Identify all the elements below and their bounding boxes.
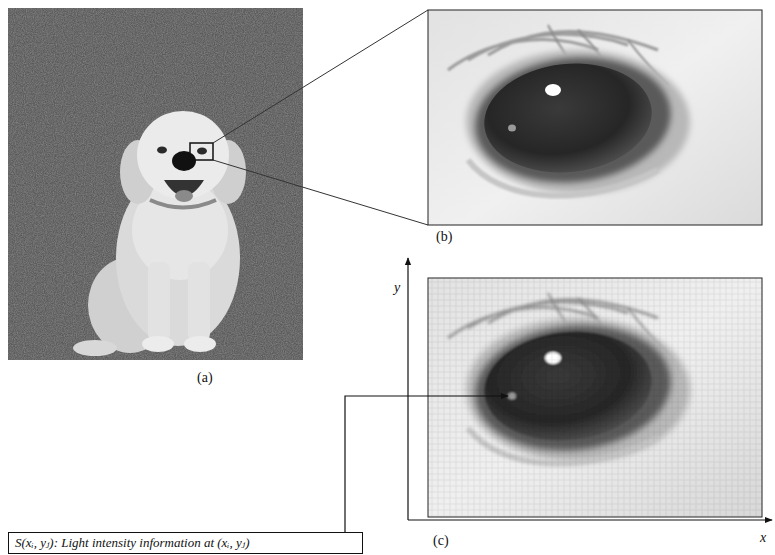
panel-label: (c) <box>433 533 449 550</box>
panel-label: (b) <box>436 229 452 246</box>
pixelated-eye <box>428 278 762 517</box>
y-axis <box>407 258 408 520</box>
axis-label: x <box>760 530 766 547</box>
zoom-line <box>213 10 428 143</box>
panel-label: (a) <box>197 370 213 387</box>
zoom-line <box>213 160 428 225</box>
info-text: S(xᵢ, yⱼ): Light intensity information a… <box>15 535 249 550</box>
eye-closeup <box>428 10 762 225</box>
dog-photo <box>8 8 303 360</box>
x-axis <box>408 519 772 520</box>
info-box: S(xᵢ, yⱼ): Light intensity information a… <box>8 532 363 554</box>
axis-label: y <box>394 280 400 297</box>
leader-line <box>345 396 508 533</box>
